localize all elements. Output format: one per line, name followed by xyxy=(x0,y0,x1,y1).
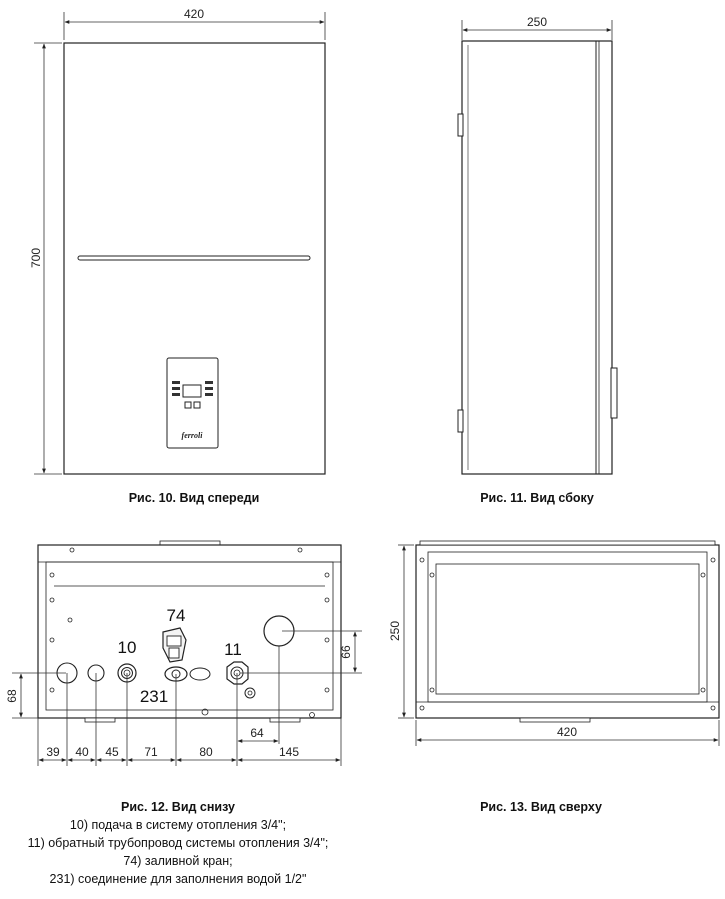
boiler-bottom-outline xyxy=(37,544,342,719)
top-depth-label: 250 xyxy=(388,621,402,641)
dim-64: 64 xyxy=(250,726,264,740)
top-view: 250 420 Рис. 13. Вид сверху xyxy=(388,540,720,814)
callout-10: 10 xyxy=(118,638,137,657)
fill-tap xyxy=(162,627,187,663)
dim-66: 66 xyxy=(339,645,353,659)
dim-145: 145 xyxy=(279,745,299,759)
bottom-view: 74 10 11 231 66 68 64 39 40 4 xyxy=(5,540,362,886)
front-view-caption: Рис. 10. Вид спереди xyxy=(129,491,260,505)
front-view: 420 700 ferroli Рис. 10. Вид спереди xyxy=(29,7,326,505)
callout-11: 11 xyxy=(224,640,242,659)
legend-item-11: 11) обратный трубопровод системы отоплен… xyxy=(28,836,329,850)
front-panel-groove xyxy=(77,255,311,261)
dim-68: 68 xyxy=(5,689,19,703)
display-screen xyxy=(182,384,202,398)
dim-40: 40 xyxy=(75,745,89,759)
dim-39: 39 xyxy=(46,745,60,759)
side-control-knob xyxy=(610,367,618,419)
side-view: 250 Рис. 11. Вид сбоку xyxy=(457,15,618,505)
side-view-caption: Рис. 11. Вид сбоку xyxy=(480,491,594,505)
panel-button-right xyxy=(193,401,201,409)
front-width-label: 420 xyxy=(184,7,204,21)
bottom-view-caption: Рис. 12. Вид снизу xyxy=(121,800,235,814)
heating-return-connection xyxy=(226,661,256,699)
legend-item-10: 10) подача в систему отопления 3/4"; xyxy=(70,818,286,832)
dim-80: 80 xyxy=(199,745,213,759)
control-panel: ferroli xyxy=(166,357,219,449)
legend-item-231: 231) соединение для заполнения водой 1/2… xyxy=(50,872,307,886)
callout-231: 231 xyxy=(140,687,168,706)
dim-45: 45 xyxy=(105,745,119,759)
dim-71: 71 xyxy=(144,745,158,759)
top-width-label: 420 xyxy=(557,725,577,739)
top-view-caption: Рис. 13. Вид сверху xyxy=(480,800,602,814)
side-depth-label: 250 xyxy=(527,15,547,29)
legend-item-74: 74) заливной кран; xyxy=(123,854,232,868)
brand-logo: ferroli xyxy=(182,431,204,440)
boiler-side-outline xyxy=(461,40,613,475)
panel-button-left xyxy=(184,401,192,409)
front-height-label: 700 xyxy=(29,248,43,268)
wall-bracket-top xyxy=(457,113,464,137)
wall-bracket-bottom xyxy=(457,409,464,433)
boiler-top-outline xyxy=(415,544,720,719)
callout-74: 74 xyxy=(167,606,186,625)
